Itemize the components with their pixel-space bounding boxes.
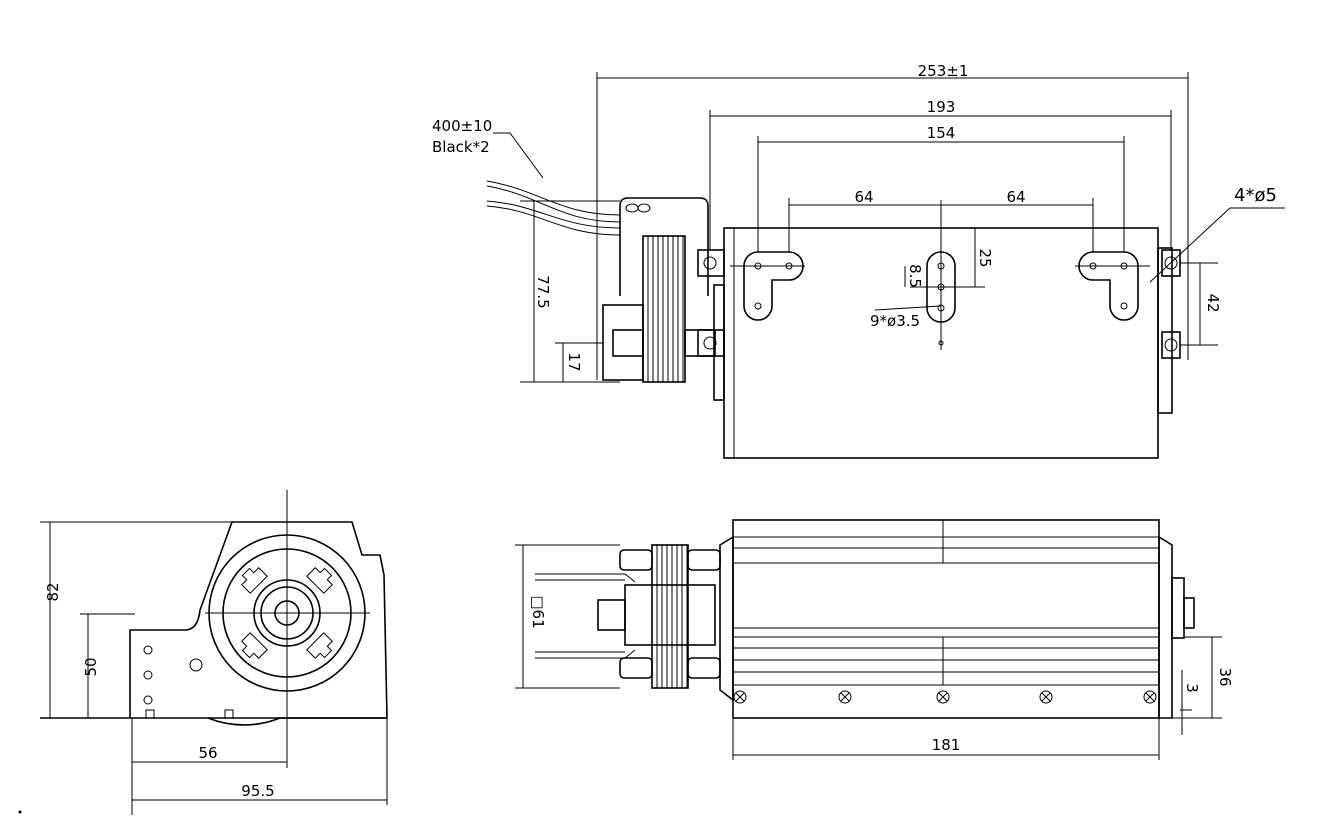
screw-icon [1143, 690, 1157, 704]
dim-pitch-left: 64 [854, 188, 873, 206]
dim-base-thickness: 3 [1183, 683, 1201, 693]
dim-wire-offset: 17 [565, 352, 583, 371]
dim-span-holes: 154 [927, 124, 956, 142]
motor-coil-front [651, 544, 689, 689]
housing-front [732, 519, 1160, 719]
dim-side-width: 95.5 [241, 782, 274, 800]
dim-pitch-right: 64 [1006, 188, 1025, 206]
motor-coil [642, 235, 686, 383]
screw-icon [733, 690, 747, 704]
dim-axis-offset: 56 [198, 744, 217, 762]
screw-icon [936, 690, 950, 704]
dim-front-size: □61 [529, 595, 547, 628]
dim-side-height: 82 [44, 582, 62, 601]
label-small-holes: 9*ø3.5 [870, 312, 920, 330]
screw-icon [1039, 690, 1053, 704]
dim-shaft-height: 36 [1216, 667, 1234, 686]
mounting-slot-right [1078, 251, 1139, 321]
lead-wire [486, 180, 621, 216]
label-lead-color: Black*2 [432, 138, 490, 156]
label-mount-holes: 4*ø5 [1234, 185, 1277, 206]
dim-housing-length: 181 [932, 736, 961, 754]
dim-overall-length: 253±1 [918, 62, 969, 80]
front-view: □61 181 36 3 [515, 519, 1234, 760]
label-lead-length: 400±10 [432, 117, 492, 135]
blower-housing-side [129, 521, 388, 726]
dim-mount-spacing: 42 [1204, 293, 1222, 312]
end-plate-right [1157, 247, 1173, 414]
top-view: 253±1 193 154 64 64 25 8.5 9*ø3.5 4*ø5 4… [432, 62, 1285, 459]
side-view: 82 50 56 95.5 [40, 490, 388, 815]
dim-slot: 8.5 [906, 264, 924, 288]
mounting-slot-left [743, 251, 804, 321]
capacitor-box [619, 197, 709, 296]
screw-icon [838, 690, 852, 704]
dim-wire-height: 77.5 [534, 275, 552, 308]
dim-outlet-height: 50 [82, 657, 100, 676]
dim-span-mid: 193 [927, 98, 956, 116]
dim-hole-vertical: 25 [976, 248, 994, 267]
